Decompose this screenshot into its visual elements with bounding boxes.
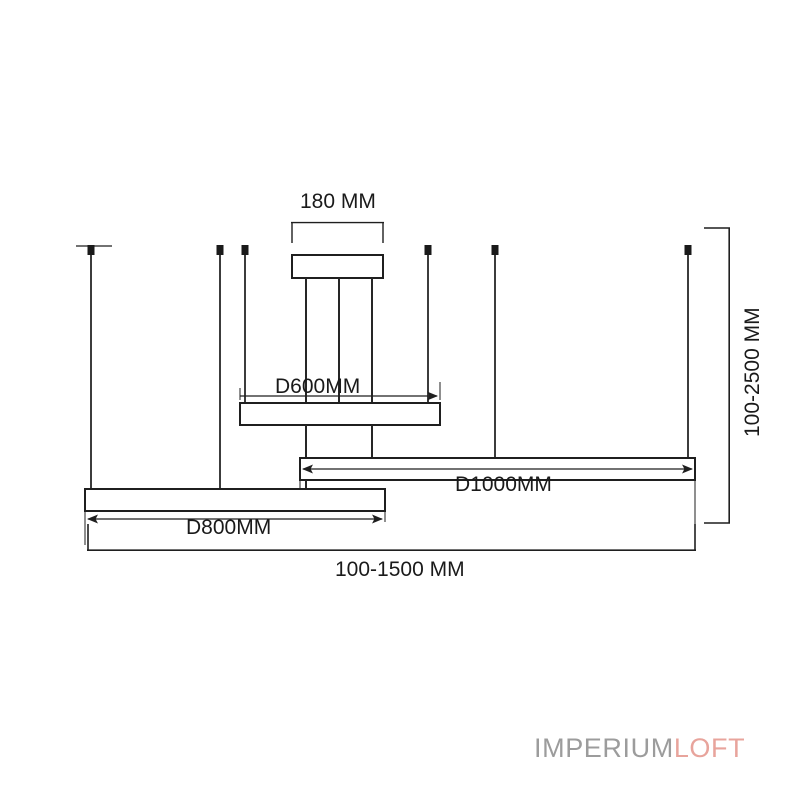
- label-suspension-height: 100-2500 MM: [741, 307, 764, 437]
- label-ring-small: D600MM: [275, 375, 361, 398]
- brand-logo: IMPERIUMLOFT: [534, 733, 745, 764]
- dimension-canopy-width: [291, 221, 384, 243]
- dimension-d600: [239, 382, 441, 401]
- light-bar-800: [84, 488, 386, 512]
- suspension-cables: [87, 245, 692, 489]
- label-canopy-width: 180 MM: [300, 190, 376, 213]
- support-rods-mid: [305, 425, 373, 458]
- brand-name-primary: IMPERIUM: [534, 733, 674, 763]
- ceiling-canopy: [291, 254, 384, 279]
- label-overall-spread: 100-1500 MM: [335, 558, 465, 581]
- support-rods-canopy: [305, 278, 373, 404]
- dimension-overall-spread: [87, 524, 696, 552]
- label-ring-medium: D800MM: [186, 516, 272, 539]
- dimension-d800: [84, 505, 386, 545]
- dimension-suspension-height: [704, 227, 731, 524]
- light-bar-600: [239, 402, 441, 426]
- label-ring-large: D1000MM: [455, 473, 552, 496]
- brand-name-secondary: LOFT: [673, 733, 746, 763]
